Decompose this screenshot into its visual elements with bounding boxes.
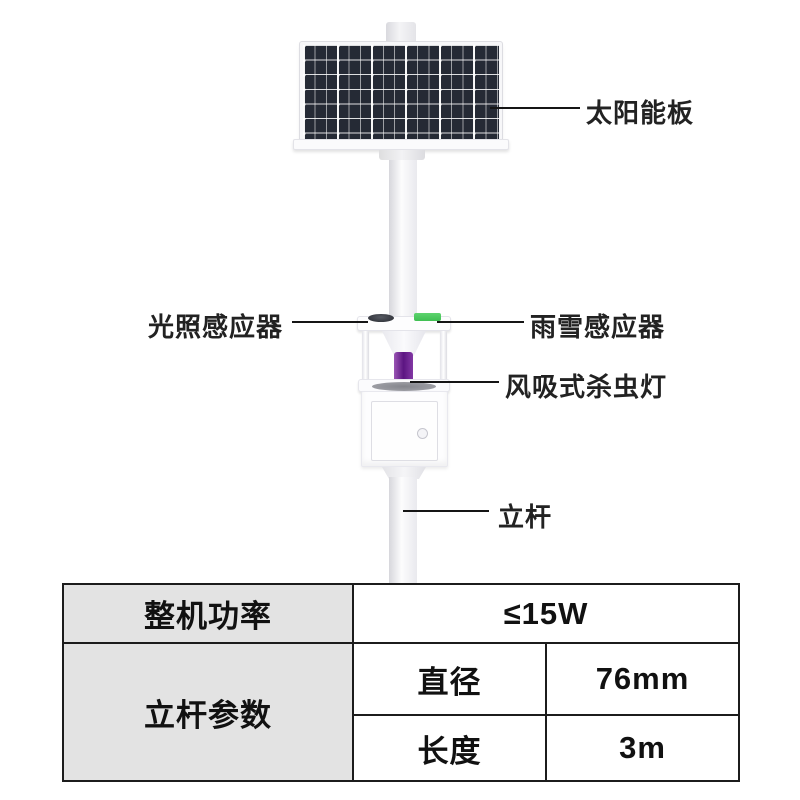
spec-label-pole-params: 立杆参数: [62, 642, 354, 782]
spec-label-power: 整机功率: [62, 583, 354, 644]
table-row-diameter: 立杆参数 直径 76mm: [62, 642, 740, 782]
solar-panel: [300, 42, 502, 142]
box-pole-collar: [382, 467, 426, 479]
light-sensor: [368, 314, 394, 322]
support-post-right: [440, 331, 447, 391]
support-post-left: [362, 331, 369, 391]
label-solar-panel: 太阳能板: [586, 98, 695, 128]
fan-intake-opening: [372, 382, 436, 391]
table-row-power: 整机功率 ≤15W: [62, 583, 740, 644]
spec-value-length: 3m: [545, 714, 740, 782]
leader-line-light-sensor: [292, 321, 368, 323]
leader-line-insect-lamp: [410, 381, 499, 383]
label-light-sensor: 光照感应器: [148, 312, 284, 342]
spec-value-power: ≤15W: [352, 583, 740, 644]
leader-line-solar-panel: [490, 107, 580, 109]
leader-line-pole: [403, 510, 489, 512]
label-insect-lamp: 风吸式杀虫灯: [505, 372, 668, 402]
table-row-length: 长度 3m: [63, 714, 740, 782]
solar-panel-frame-ledge: [293, 139, 509, 150]
leader-line-rain-sensor: [437, 321, 524, 323]
label-rain-snow-sensor: 雨雪感应器: [530, 312, 666, 342]
rain-snow-sensor: [414, 313, 441, 321]
spec-table: 整机功率 ≤15W 立杆参数 直径 76mm 长度 3m: [62, 583, 740, 782]
pole-lower-section: [389, 477, 417, 583]
panel-mount-bracket: [379, 150, 425, 160]
pole-upper-section: [389, 160, 417, 318]
control-box-door: [371, 401, 438, 461]
label-pole: 立杆: [498, 502, 553, 532]
door-knob: [417, 428, 428, 439]
spec-value-diameter: 76mm: [545, 642, 740, 716]
spec-name-diameter: 直径: [352, 642, 547, 716]
spec-name-length: 长度: [352, 714, 547, 782]
